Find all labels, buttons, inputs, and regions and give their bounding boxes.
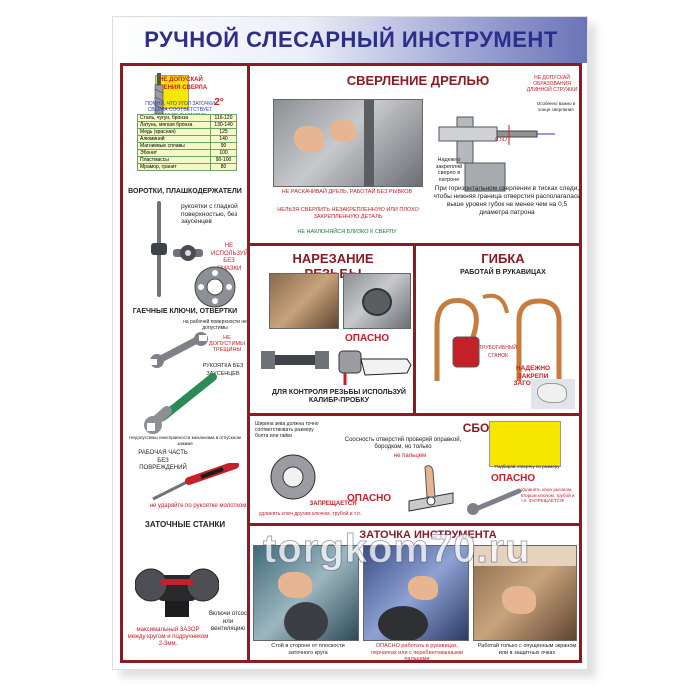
finger-threading-diagram [338, 350, 412, 385]
angle-cell: 116-120 [210, 114, 237, 122]
material-cell: Медь (красная) [137, 128, 211, 136]
sharpening-photo-3 [473, 545, 577, 641]
pick-screwdriver: Подбирай отвертку по размеру [494, 464, 560, 469]
sharpening-head: ЗАТОЧКА ИНСТРУМЕНТА [359, 529, 497, 541]
poster: РУЧНОЙ СЛЕСАРНЫЙ ИНСТРУМЕНТ НЕ ДОПУСКАЙ … [112, 16, 588, 670]
not-finger: не пальцем [393, 453, 427, 459]
wrenches-head: ВОРОТКИ, ПЛАШКОДЕРЖАТЕЛИ [128, 188, 242, 195]
sharpening-photo-2 [363, 545, 469, 641]
row-divider-2 [247, 413, 582, 416]
drill-warning: НЕ ДОПУСКАЙ БИЕНИЯ СВЕРЛА [154, 77, 208, 91]
drill-press-photo [273, 99, 423, 187]
gauge-note: ДЛЯ КОНТРОЛЯ РЕЗЬБЫ ИСПОЛЬЗУЙ КАЛИБР-ПРО… [272, 389, 406, 404]
poster-frame [120, 63, 582, 663]
angle-cell: 100 [210, 149, 237, 157]
keys-head: ГАЕЧНЫЕ КЛЮЧИ, ОТВЕРТКИ [132, 308, 238, 315]
bending-head: ГИБКА [481, 251, 525, 266]
angle-cell: 125 [210, 128, 237, 136]
page-title: РУЧНОЙ СЛЕСАРНЫЙ ИНСТРУМЕНТ [144, 27, 558, 52]
horizontal-drilling: При горизонтальном сверлении в тисках сл… [433, 185, 581, 216]
angle-cell: 90 [210, 142, 237, 150]
wrench-bolt-diagram [270, 454, 316, 500]
die-photo [343, 273, 411, 329]
angle-cell: 80 [210, 163, 237, 171]
no-hammer: не ударяйте по рукоятке молотком [149, 503, 247, 509]
angle-cell: 130-140 [210, 121, 237, 129]
no-grease: НЕ ИСПОЛЬЗУЙ БЕЗ СМАЗКИ [211, 243, 249, 272]
col-divider-bend [413, 243, 416, 413]
extend-forbidden: Удлинять ключ рычагом, вторым ключом, тр… [521, 487, 575, 503]
assembly-forbidden: ЗАПРЕЩАЕТСЯ [309, 501, 357, 507]
material-cell: Эбонит [137, 149, 211, 157]
no-cracks-note: на рабочей поверхности не допустимы [183, 319, 247, 331]
handle-note: РУКОЯТКА БЕЗ ЗАУСЕНЦЕВ [202, 363, 244, 377]
vise-pipe-photo [531, 379, 575, 409]
drilling-head: СВЕРЛЕНИЕ ДРЕЛЬЮ [346, 73, 490, 88]
no-lean: НЕ НАКЛОНЯЙСЯ БЛИЗКО К СВЕРЛУ [297, 229, 397, 235]
screwdriver-size-box [489, 421, 561, 467]
grinder-note: Включи отсос или вентиляцию [209, 611, 247, 632]
bending-diagram [434, 293, 562, 381]
row-divider-3 [247, 523, 582, 526]
forbidden-note: удлинять ключ другим ключом, трубой и т.… [258, 511, 362, 517]
dim1: 0,5D [495, 137, 507, 143]
chuck-note: Надежно закрепляй сверло в патроне [435, 157, 463, 183]
angle-value: 2° [214, 97, 224, 108]
sharpening-photo-1 [253, 545, 359, 641]
watermark: torgkom70.ru [263, 527, 531, 572]
assembly-danger: ОПАСНО [347, 493, 392, 504]
die-icon [194, 266, 236, 308]
title-bar [113, 17, 587, 63]
width-note: Ширина зева должна точно соответствовать… [255, 421, 319, 439]
jaws-note: Недопустимы неисправности механизма в от… [129, 435, 241, 446]
pipe-bender: ТРУБОГИБНЫЙ СТАНОК [479, 345, 517, 359]
material-cell: Латунь, мягкая бронза [137, 121, 211, 129]
angle-table-row: Медь (красная)125 [137, 128, 237, 136]
screwdriver-icon [152, 463, 239, 501]
no-swing: НЕ РАСКАЧИВАЙ ДРЕЛЬ, РАБОТАЙ БЕЗ РЫВКОВ [281, 189, 413, 195]
stand-side: Стой в стороне от плоскости заточного кр… [271, 643, 345, 656]
align-note: Соосность отверстий проверяй оправкой, б… [344, 437, 462, 450]
smooth-handles: рукоятки с гладкой поверхностью, без зау… [181, 203, 238, 225]
glasses-note: Работай только с опущенным экраном или в… [477, 643, 577, 656]
finger-alignment-diagram [408, 465, 454, 512]
no-cracks: НЕ ДОПУСТИМЫ ТРЕЩИНЫ [208, 335, 245, 353]
die-holder-icon [173, 245, 203, 261]
material-cell: Мрамор, гранит [137, 163, 211, 171]
no-loose: НЕЛЬЗЯ СВЕРЛИТЬ НЕЗАКРЕПЛЕННУЮ ИЛИ ПЛОХО… [277, 207, 419, 220]
threading-danger: ОПАСНО [345, 333, 390, 344]
material-cell: Алюминий [137, 135, 211, 143]
gap-note: максимальный ЗАЗОР между кругом и подруч… [127, 627, 209, 647]
angle-cell: 90-100 [210, 156, 237, 164]
tap-photo [269, 273, 339, 329]
bending-gloves: РАБОТАЙ В РУКАВИЦАХ [460, 269, 546, 276]
no-gloves-grinding: ОПАСНО работать в рукавицах, перчатках и… [371, 643, 463, 662]
material-cell: Пластмассы [137, 156, 211, 164]
plug-gauge-icon [261, 351, 329, 369]
column-divider [247, 63, 250, 663]
extended-wrench-diagram [467, 488, 522, 515]
grinders-head: ЗАТОЧНЫЕ СТАНКИ [144, 520, 226, 529]
work-part: РАБОЧАЯ ЧАСТЬ БЕЗ ПОВРЕЖДЕНИЙ [138, 450, 188, 471]
tool-free: Особенно важно в конце сверления [536, 101, 576, 112]
assembly-danger2: ОПАСНО [491, 473, 536, 484]
tap-wrench-icon [151, 201, 167, 297]
material-cell: Магниевые сплавы [137, 142, 211, 150]
material-cell: Сталь, чугун, бронза [137, 114, 211, 122]
angle-cell: 140 [210, 135, 237, 143]
vise-drilling-diagram [438, 116, 555, 192]
long-chips: НЕ ДОПУСКАЙ ОБРАЗОВАНИЯ ДЛИННОЙ СТРУЖКИ [526, 75, 578, 93]
adjustable-wrench-icon [144, 373, 217, 434]
grinder-photo [135, 551, 219, 621]
open-wrench-icon [149, 332, 208, 368]
